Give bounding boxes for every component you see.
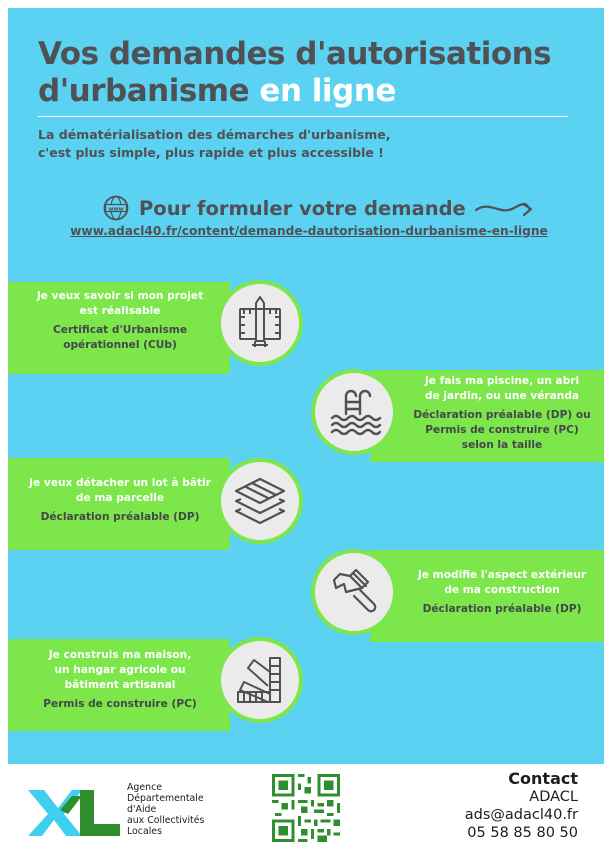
item-5-text: Je construis ma maison, un hangar agrico…	[12, 648, 228, 712]
item-5-answer-1: Permis de construire (PC)	[43, 698, 197, 710]
subtitle-line-1: La dématérialisation des démarches d'urb…	[38, 127, 391, 142]
contact-block: Contact ADACL ads@adacl40.fr 05 58 85 80…	[465, 770, 578, 842]
title-divider	[38, 116, 568, 117]
band-item-1	[8, 282, 230, 374]
item-3-answer-1: Déclaration préalable (DP)	[40, 511, 200, 523]
item-3-question-2: de ma parcelle	[75, 492, 165, 504]
poster: Vos demandes d'autorisations d'urbanisme…	[8, 8, 604, 764]
item-5-question-1: Je construis ma maison,	[48, 649, 192, 661]
band-item-3	[8, 458, 230, 550]
cta-row: www Pour formuler votre demande	[103, 194, 534, 222]
curved-arrow-icon	[474, 202, 532, 217]
item-2-answer-1: Déclaration préalable (DP) ou	[413, 409, 591, 421]
blueprint-ruler-icon	[239, 296, 281, 347]
item-1-question-2: est réalisable	[79, 305, 161, 317]
agency-line-5: Locales	[127, 826, 162, 837]
item-2-question-1: Je fais ma piscine, un abri	[424, 375, 580, 387]
contact-phone[interactable]: 05 58 85 80 50	[467, 825, 578, 841]
item-1-answer-1: Certificat d'Urbanisme	[53, 324, 187, 336]
agency-line-4: aux Collectivités	[127, 815, 205, 826]
color-swatch-icon	[237, 657, 281, 703]
item-2-text: Je fais ma piscine, un abri de jardin, o…	[402, 374, 602, 453]
subtitle: La dématérialisation des démarches d'urb…	[38, 126, 578, 162]
www-globe-icon: www	[103, 195, 129, 221]
item-1-answer-2: opérationnel (CUb)	[63, 339, 177, 351]
agency-name: Agence Départementale d'Aide aux Collect…	[127, 782, 237, 837]
item-3-question-1: Je veux détacher un lot à bâtir	[29, 477, 211, 489]
band-item-2	[370, 370, 604, 462]
contact-org: ADACL	[529, 789, 578, 805]
item-2-answer-3: selon la taille	[461, 439, 543, 451]
contact-email[interactable]: ads@adacl40.fr	[464, 807, 578, 823]
agency-line-1: Agence	[127, 782, 162, 793]
band-item-5	[8, 639, 230, 731]
paint-brush-icon	[332, 568, 377, 613]
item-4-question-1: Je modifie l'aspect extérieur	[417, 569, 587, 581]
page-title: Vos demandes d'autorisations d'urbanisme…	[38, 36, 598, 110]
item-2-answer-2: Permis de construire (PC)	[425, 424, 579, 436]
swimming-pool-icon	[330, 389, 382, 436]
cta-label: Pour formuler votre demande	[139, 196, 466, 220]
item-4-text: Je modifie l'aspect extérieur de ma cons…	[402, 568, 602, 617]
item-3-text: Je veux détacher un lot à bâtir de ma pa…	[12, 476, 228, 525]
contact-title: Contact	[508, 769, 578, 788]
item-5-question-3: bâtiment artisanal	[64, 679, 176, 691]
footer: Agence Départementale d'Aide aux Collect…	[0, 764, 612, 859]
title-line-1: Vos demandes d'autorisations	[38, 36, 552, 72]
item-5-icon-disk	[217, 637, 303, 723]
svg-text:www: www	[108, 206, 123, 212]
xl-logo-icon	[28, 790, 120, 836]
title-line-2: d'urbanisme	[38, 73, 260, 109]
item-1-icon-disk	[217, 280, 303, 366]
title-accent: en ligne	[259, 73, 396, 109]
band-item-4	[370, 550, 604, 642]
agency-line-2: Départementale	[127, 793, 204, 804]
subtitle-line-2: c'est plus simple, plus rapide et plus a…	[38, 145, 384, 160]
item-1-question-1: Je veux savoir si mon projet	[36, 290, 204, 302]
item-5-question-2: un hangar agricole ou	[54, 664, 186, 676]
item-4-icon-disk	[311, 549, 397, 635]
item-4-question-2: de ma construction	[444, 584, 560, 596]
item-4-answer-1: Déclaration préalable (DP)	[422, 603, 582, 615]
qr-code-icon[interactable]	[272, 774, 340, 842]
item-2-icon-disk	[311, 369, 397, 455]
agency-line-3: d'Aide	[127, 804, 157, 815]
item-3-icon-disk	[217, 458, 303, 544]
item-1-text: Je veux savoir si mon projet est réalisa…	[12, 289, 228, 353]
land-layers-icon	[234, 477, 286, 525]
item-2-question-2: de jardin, ou une véranda	[424, 390, 580, 402]
demande-link[interactable]: www.adacl40.fr/content/demande-dautorisa…	[70, 224, 548, 238]
